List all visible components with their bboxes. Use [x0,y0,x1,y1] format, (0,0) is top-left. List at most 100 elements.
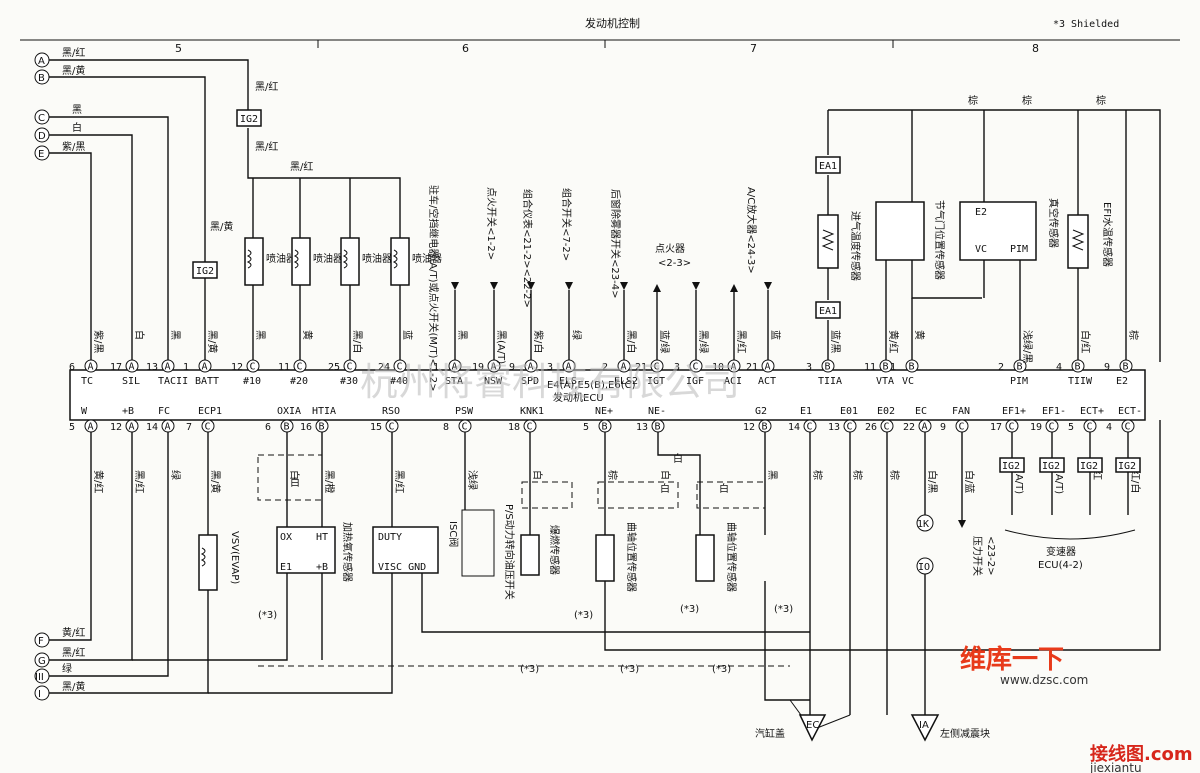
ac-amplifier-label: A/C放大器<24-3> [745,187,758,274]
svg-text:喷油器: 喷油器 [313,252,343,265]
svg-text:VSV(EVAP): VSV(EVAP) [229,531,240,584]
svg-text:黑/黄: 黑/黄 [210,220,233,233]
svg-text:A: A [38,56,45,67]
ia-ground-symbol [910,714,940,742]
svg-text:黑/红: 黑/红 [255,140,278,153]
ecu-top-pin-num-15: 10 [712,362,724,373]
ecu-bottom-pin-side-10: B [655,422,661,433]
ea1-fuse-top [815,156,841,174]
column-7: 7 [750,42,757,55]
ecu-top-pin-num-12: 2 [602,362,608,373]
ecu-top-pin-color-6: 黑/白 [351,330,364,353]
isc-valve [372,526,439,574]
svg-text:黑/黄: 黑/黄 [62,680,85,693]
ecu-top-pin-side-22: B [1123,362,1129,373]
ecu-top-pin-side-6: C [347,362,353,373]
ecu-top-pin-signal-2: TACII [158,376,188,387]
ecu-bottom-pin-side-9: B [602,422,608,433]
ecu-top-pin-num-8: 1 [433,362,439,373]
ecu-top-pin-color-2: 黑 [169,330,181,340]
ecu-bottom-pin-num-3: 7 [186,422,192,433]
svg-text:(*3): (*3) [620,664,639,675]
ecu-bottom-pin-color-8: 白 [531,470,544,480]
svg-text:ISC阀: ISC阀 [447,521,460,547]
ecu-top-pin-num-13: 21 [635,362,647,373]
ecu-top-pins: A6TC紫/黑A17SIL白A13TACII黑A1BATT黑/黄C12#10黑C… [69,330,1140,387]
camshaft-position-sensor [695,534,715,582]
svg-text:EC: EC [806,720,819,731]
ecu-bottom-pin-num-10: 13 [636,422,648,433]
ecu-top-pin-signal-16: ACT [758,376,776,387]
svg-text:喷油器: 喷油器 [266,252,296,265]
ecu-top-pin-signal-21: TIIW [1068,376,1093,387]
ecu-bottom-pin-side-20: C [1125,422,1131,433]
ecu-bottom-pin-signal-1: +B [122,406,134,417]
svg-text:节气门位置传感器: 节气门位置传感器 [933,200,946,280]
ecu-bottom-pin-num-2: 14 [146,422,158,433]
ecu-bottom-pin-signal-5: HTIA [312,406,336,417]
knock-sensor [520,534,540,576]
ecu-top-pin-5: C11#20黄 [278,330,314,387]
ecu-top-pin-side-7: C [397,362,403,373]
ecu-top-pin-num-9: 19 [472,362,484,373]
column-6: 6 [462,42,469,55]
ecu-top-pin-circle-15 [727,359,741,373]
ecu-bottom-pin-color-9: 棕 [606,470,619,480]
ecu-top-pin-circle-10 [524,359,538,373]
ecu-top-pin-num-16: 21 [746,362,758,373]
ignition-switch-label: 点火开关<1-2> [485,187,498,260]
ecu-top-pin-signal-20: PIM [1010,376,1028,387]
ecu-top-pin-circle-0 [84,359,98,373]
svg-text:棕: 棕 [1022,94,1032,107]
ecu-top-pin-num-7: 24 [378,362,390,373]
watermark-brand: 维库一下 [960,644,1064,675]
ecu-bottom-pin-side-0: A [88,422,94,433]
ecu-bottom-pin-side-13: C [847,422,853,433]
svg-text:加热氧传感器: 加热氧传感器 [341,522,354,582]
svg-text:<2-3>: <2-3> [658,258,691,269]
svg-text:真空传感器: 真空传感器 [1047,198,1060,248]
ecu-top-pin-circle-14 [689,359,703,373]
ecu-connector-label: E4(A),E5(B),E6(C) [547,380,636,391]
ecu-top-pin-color-11: 绿 [570,330,583,340]
watermark-company: 杭州将睿科技有限公司 [360,360,740,404]
ecu-top-pin-side-2: A [165,362,171,373]
ecu-top-pin-signal-13: IGT [647,376,665,387]
ecu-top-pin-side-12: A [621,362,627,373]
ecu-bottom-pin-signal-12: E1 [800,406,812,417]
transmission-label: 变速器 [1046,545,1076,558]
ecu-top-pin-side-5: C [297,362,303,373]
svg-text:E2: E2 [975,207,987,218]
ecu-top-pin-side-3: A [202,362,208,373]
ecu-bottom-pin-side-18: C [1049,422,1055,433]
ecu-top-pin-color-15: 黑/红 [735,330,748,353]
injector-3: 喷油器 [340,237,392,286]
ecu-bottom-pin-signal-20: ECT- [1118,406,1142,417]
svg-text:曲轴位置传感器: 曲轴位置传感器 [625,522,638,592]
ecu-bottom-pin-color-18: (A/T) [1053,470,1064,494]
ecu-bottom-pin-side-17: C [1009,422,1015,433]
ecu-top-pin-num-20: 2 [998,362,1004,373]
ecu-top-pin-side-11: A [566,362,572,373]
ecu-top-pin-signal-22: E2 [1116,376,1128,387]
ecu-bottom-pin-side-8: C [527,422,533,433]
ecu-top-pin-num-11: 3 [547,362,553,373]
svg-text:IO: IO [918,562,930,573]
svg-text:黑/红: 黑/红 [62,646,85,659]
svg-text:1K: 1K [917,519,929,530]
ecu-name: 发动机ECU [553,391,604,404]
ecu-bottom-pin-side-19: C [1087,422,1093,433]
ecu-top-pin-signal-7: #40 [390,376,408,387]
ecu-bottom-pin-signal-8: KNK1 [520,406,544,417]
